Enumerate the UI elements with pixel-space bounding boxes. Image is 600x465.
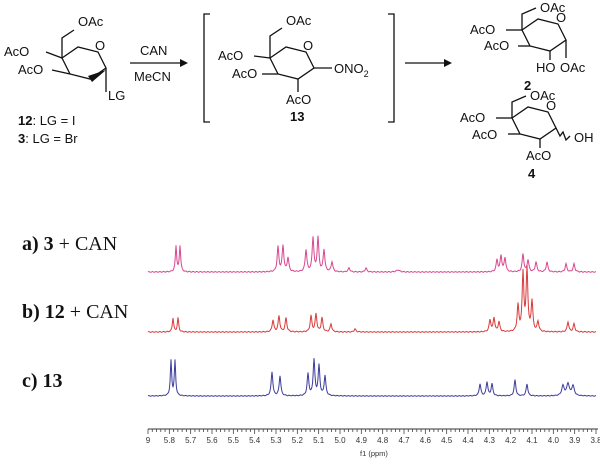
reactant-aco-2: AcO (18, 62, 43, 77)
nmr-trace-b (147, 265, 597, 333)
svg-text:OAc: OAc (286, 13, 312, 28)
reactant-lg: LG (108, 88, 125, 103)
compound-2-label: 2 (524, 78, 531, 93)
axis-tick-label: 4.1 (526, 436, 538, 445)
svg-text:b) 12 + CAN: b) 12 + CAN (22, 301, 128, 323)
product-2-structure: OAc AcO AcO O HO OAc (470, 0, 586, 75)
svg-text:AcO: AcO (460, 110, 485, 125)
svg-text:HO: HO (536, 60, 556, 75)
svg-text:AcO: AcO (218, 48, 243, 63)
intermediate-13-structure: OAc AcO AcO O AcO ONO2 (218, 13, 369, 107)
svg-text:ONO2: ONO2 (334, 61, 369, 79)
axis-tick-label: 4.4 (462, 436, 474, 445)
compound-4-label: 4 (528, 166, 536, 181)
svg-text:c) 13: c) 13 (22, 370, 63, 392)
trace-label-b: b) 12 + CAN (22, 301, 128, 323)
svg-text:O: O (546, 98, 556, 113)
axis-tick-label: 4.3 (484, 436, 496, 445)
bracket-right (388, 13, 395, 123)
reaction-arrow-1 (130, 59, 188, 67)
svg-text:O: O (556, 10, 566, 25)
ppm-axis-title: f1 (ppm) (360, 449, 388, 458)
svg-text:AcO: AcO (484, 38, 509, 53)
reactant-oac-top: OAc (78, 14, 104, 29)
axis-tick-label: 4.7 (398, 436, 410, 445)
ppm-axis-ticks: 9 5.8 5.7 5.6 5.5 5.4 5.3 5.2 5.1 5.0 4.9 4.8 4.7 4.6… (146, 429, 600, 445)
reaction-arrow-2 (405, 59, 452, 67)
axis-tick-label: 5.5 (228, 436, 240, 445)
svg-text:O: O (303, 38, 313, 53)
axis-tick-label: 4.0 (548, 436, 560, 445)
compound-3-label: 3: LG = Br (18, 131, 78, 146)
axis-tick-label: 4.2 (505, 436, 517, 445)
nmr-trace-c (147, 358, 597, 397)
axis-tick-label: 3.8 (590, 436, 600, 445)
axis-tick-label: 4.8 (377, 436, 389, 445)
bracket-left (203, 13, 210, 123)
reagent-can: CAN (140, 43, 167, 58)
axis-tick-label: 5.0 (334, 436, 346, 445)
svg-text:a) 3 + CAN: a) 3 + CAN (22, 233, 117, 255)
compound-13-label: 13 (290, 109, 304, 124)
reagent-mecn: MeCN (134, 69, 171, 84)
svg-text:AcO: AcO (526, 148, 551, 163)
axis-tick-label: 5.2 (292, 436, 304, 445)
svg-text:AcO: AcO (232, 66, 257, 81)
svg-text:AcO: AcO (470, 22, 495, 37)
axis-tick-label: 5.3 (270, 436, 282, 445)
axis-tick-label: 5.4 (249, 436, 261, 445)
reactant-structure: OAc AcO AcO O LG (4, 14, 125, 103)
svg-text:AcO: AcO (472, 127, 497, 142)
axis-tick-label: 5.8 (164, 436, 176, 445)
axis-tick-label: 5.7 (185, 436, 197, 445)
axis-tick-label: 4.9 (356, 436, 368, 445)
compound-12-label: 12: LG = I (18, 113, 75, 128)
product-4-structure: OAc AcO AcO O AcO OH (460, 88, 594, 163)
svg-text:OAc: OAc (540, 0, 566, 15)
axis-tick-label: 3.9 (569, 436, 581, 445)
trace-label-c: c) 13 (22, 370, 63, 392)
trace-label-a: a) 3 + CAN (22, 233, 117, 255)
svg-text:AcO: AcO (286, 92, 311, 107)
svg-text:OAc: OAc (560, 60, 586, 75)
svg-text:OAc: OAc (530, 88, 556, 103)
reactant-ring-oxygen: O (95, 38, 105, 53)
reactant-aco-1: AcO (4, 44, 29, 59)
axis-tick-label: 4.6 (420, 436, 432, 445)
axis-tick-label: 4.5 (441, 436, 453, 445)
axis-tick-label: 5.1 (313, 436, 325, 445)
svg-text:OH: OH (574, 130, 594, 145)
axis-tick-label: 5.6 (206, 436, 218, 445)
nmr-trace-a (147, 235, 597, 273)
axis-tick-label: 9 (146, 436, 151, 445)
